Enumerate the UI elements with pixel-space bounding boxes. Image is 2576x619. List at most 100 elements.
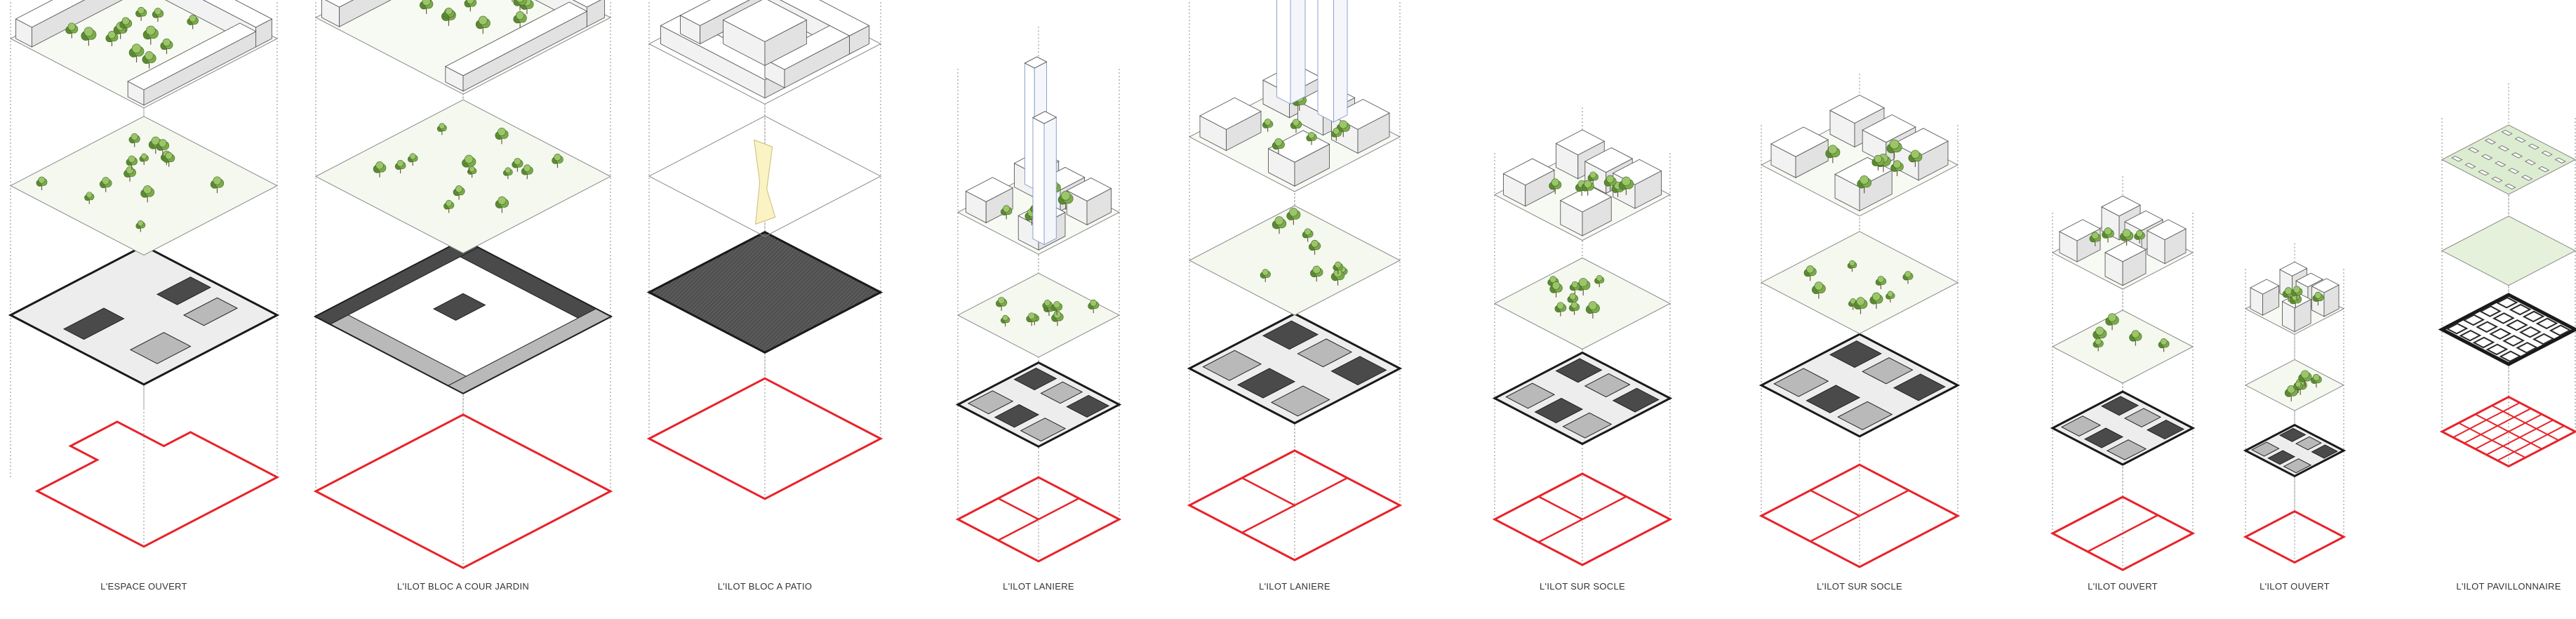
building-footprint-plan: [1759, 333, 1961, 438]
typology-column: [313, 0, 613, 569]
tree-icon: [1811, 281, 1826, 299]
tree-icon: [126, 155, 138, 170]
building-footprint-plan: [955, 361, 1122, 448]
typology-caption: L'ILOT BLOC A PATIO: [718, 581, 813, 592]
typology-column: [2438, 83, 2576, 468]
tree-icon: [1890, 160, 1904, 177]
typology-caption: L'ILOT OUVERT: [2088, 581, 2158, 592]
tree-icon: [2105, 313, 2119, 331]
tree-icon: [1886, 291, 1895, 302]
landscape-layer: [9, 116, 279, 255]
tree-icon: [2293, 381, 2303, 393]
tree-icon: [1871, 154, 1885, 171]
tree-icon: [160, 38, 173, 54]
tree-icon: [36, 176, 48, 190]
landscape-layer: [1760, 231, 1959, 334]
tree-icon: [1569, 281, 1580, 295]
parcel-outline: [34, 420, 280, 548]
tree-icon: [1886, 139, 1902, 159]
building-volumes-layer: [648, 0, 882, 105]
tree-icon: [128, 133, 140, 147]
tree-icon: [1272, 216, 1287, 234]
landscape-layer: [1493, 257, 1671, 350]
tree-icon: [156, 139, 170, 155]
tree-icon: [1875, 276, 1887, 289]
tree-icon: [1618, 176, 1634, 195]
parcel-outline: [2439, 395, 2576, 468]
tree-icon: [2134, 229, 2145, 244]
building-volume: [1199, 97, 1262, 152]
tree-icon: [1554, 302, 1567, 317]
tree-icon: [1603, 175, 1617, 191]
tree-icon: [1051, 301, 1063, 315]
typology-column: [8, 0, 280, 548]
typology-caption: L'ILOT LANIERE: [1003, 581, 1074, 592]
tree-icon: [2102, 227, 2114, 243]
building-footprint-plan: [646, 231, 883, 354]
tree-icon: [1902, 271, 1914, 284]
building-volume: [127, 22, 257, 106]
landscape-layer: [1188, 205, 1401, 316]
typology-column: [646, 0, 883, 500]
tree-icon: [1336, 120, 1351, 138]
tree-icon: [84, 192, 95, 204]
building-volume: [2147, 219, 2187, 265]
tree-icon: [443, 7, 455, 22]
tree-icon: [1857, 175, 1871, 194]
building-volumes-layer: [2051, 195, 2194, 290]
tree-icon: [140, 185, 155, 203]
parcel-outline: [1187, 449, 1403, 561]
building-volumes-layer: [9, 0, 279, 109]
building-volumes-layer: [1188, 0, 1401, 192]
tree-icon: [1051, 311, 1064, 326]
typology-caption: L'ILOT SUR SOCLE: [1817, 581, 1902, 592]
tree-icon: [1908, 149, 1923, 167]
tree-icon: [2310, 373, 2322, 388]
tree-icon: [187, 15, 199, 29]
landscape-layer: [648, 115, 882, 237]
tree-icon: [443, 199, 455, 213]
tree-icon: [512, 158, 523, 172]
tree-icon: [119, 17, 133, 33]
typology-caption: L'ILOT SUR SOCLE: [1540, 581, 1625, 592]
landscape-layer: [314, 99, 612, 254]
tree-icon: [81, 27, 97, 46]
tree-icon: [139, 153, 149, 165]
tree-icon: [1825, 145, 1841, 164]
tree-icon: [1333, 261, 1344, 274]
building-footprint-plan: [8, 244, 280, 386]
tree-icon: [1000, 205, 1013, 220]
typology-column: [955, 25, 1122, 563]
building-volume: [321, 0, 392, 27]
tree-icon: [1260, 269, 1271, 282]
tree-icon: [1272, 138, 1285, 154]
tree-icon: [1290, 119, 1302, 133]
typology-column: [1187, 0, 1403, 561]
building-volume: [1770, 126, 1829, 178]
parcel-outline: [1492, 472, 1673, 566]
tree-icon: [210, 176, 225, 194]
tree-icon: [407, 153, 418, 166]
tree-icon: [467, 166, 477, 178]
building-volume: [1559, 185, 1613, 237]
parcel-outline: [2243, 510, 2347, 564]
typology-column: [1759, 72, 1961, 568]
tree-icon: [135, 220, 146, 232]
tree-icon: [502, 167, 513, 180]
building-footprint-plan: [1492, 351, 1673, 446]
tree-icon: [996, 297, 1008, 311]
tree-icon: [513, 11, 527, 28]
tree-icon: [135, 6, 147, 21]
tree-icon: [1306, 131, 1317, 145]
parcel-outline: [313, 413, 613, 569]
tree-icon: [2291, 286, 2303, 300]
tree-icon: [65, 22, 79, 39]
building-footprint-plan: [2050, 390, 2196, 466]
landscape-layer: [956, 272, 1121, 358]
building-volume: [15, 0, 123, 48]
landscape-layer: [2441, 215, 2576, 286]
tree-icon: [1803, 265, 1817, 281]
building-volumes-layer: [314, 0, 612, 95]
tree-icon: [521, 164, 533, 180]
tree-icon: [1847, 260, 1857, 272]
